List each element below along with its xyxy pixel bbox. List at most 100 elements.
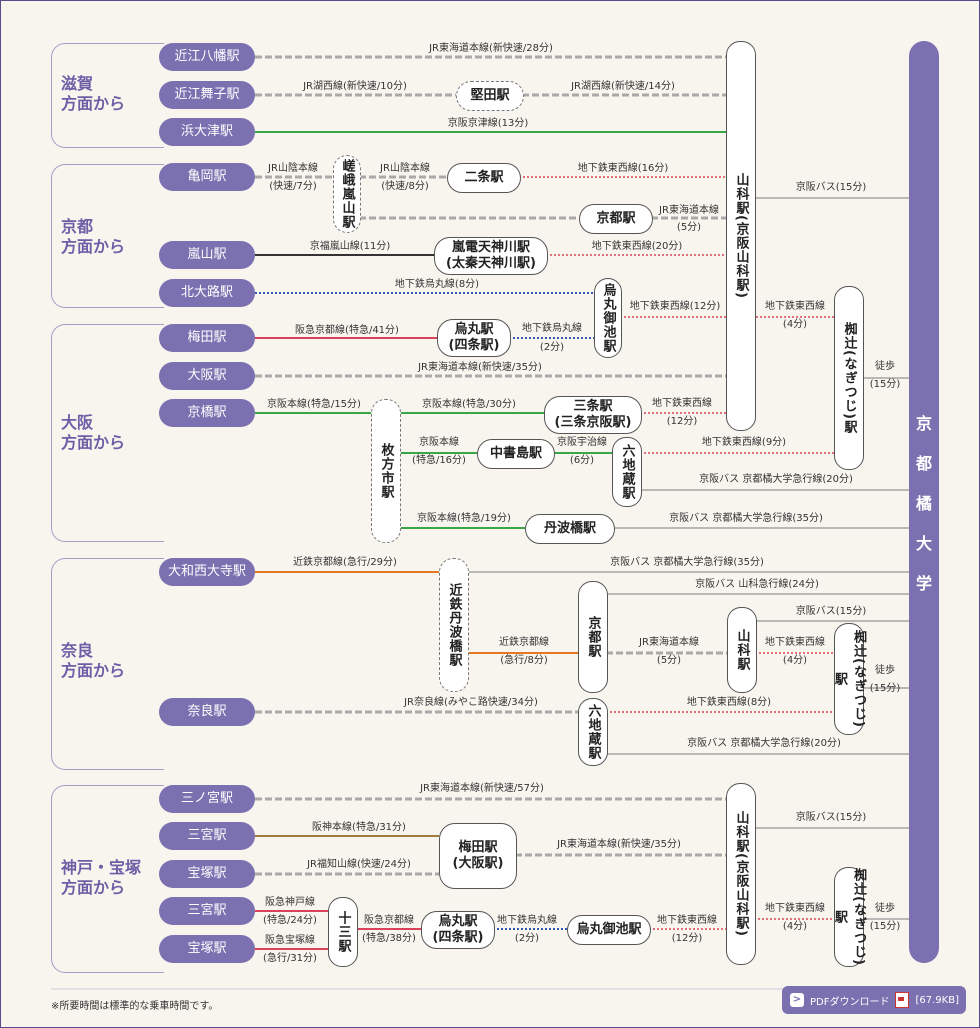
route-label: 京阪バス 京都橘大学急行線(20分): [687, 738, 841, 749]
station-nagitsuji-1: 椥辻(なぎつじ)駅: [834, 286, 864, 470]
route-label: 地下鉄烏丸線(8分): [394, 279, 480, 290]
route-label: 地下鉄烏丸線: [497, 915, 557, 926]
route-label: 阪急神戸線: [265, 897, 315, 908]
route-label: 近鉄京都線(急行/29分): [293, 557, 397, 568]
route-label: (急行/31分): [263, 953, 317, 964]
route-label: JR東海道本線(新快速/35分): [557, 839, 681, 850]
route-label: JR湖西線(新快速/10分): [303, 81, 407, 92]
route-label: 地下鉄烏丸線: [522, 323, 582, 334]
route-label: (特急/38分): [362, 933, 416, 944]
university-char: 学: [915, 574, 932, 593]
origin-oumihachiman: 近江八幡駅: [159, 43, 255, 71]
region-name-osaka: 大阪 方面から: [61, 413, 126, 452]
origin-sannomiya-hankyu: 三宮駅: [159, 897, 255, 925]
route-label: 京阪バス(15分): [795, 606, 867, 617]
station-randen-tenjingawa: 嵐電天神川駅 (太秦天神川駅): [434, 237, 548, 275]
station-saga-arashiyama: 嵯峨嵐山駅: [333, 155, 361, 233]
route-label: 京阪バス 京都橘大学急行線(35分): [610, 557, 764, 568]
station-hirakatashi: 枚方市駅: [371, 399, 401, 543]
route-label: 京阪バス 京都橘大学急行線(20分): [699, 474, 853, 485]
route-label: JR福知山線(快速/24分): [307, 859, 411, 870]
travel-time-note: ※所要時間は標準的な乗車時間です。: [51, 1001, 219, 1012]
origin-osaka: 大阪駅: [159, 362, 255, 390]
route-label: JR奈良線(みやこ路快速/34分): [404, 697, 538, 708]
route-label: 京阪本線(特急/30分): [422, 399, 516, 410]
chevron-right-icon: >: [790, 993, 804, 1007]
route-label: 京阪バス 山科急行線(24分): [695, 579, 819, 590]
route-label: (12分): [666, 416, 698, 427]
route-label: 京阪本線: [419, 437, 459, 448]
university-char: 京: [915, 414, 932, 433]
station-tanbabashi: 丹波橋駅: [525, 514, 615, 544]
station-karasuma-2: 烏丸駅 (四条駅): [421, 911, 495, 949]
route-label: (快速/7分): [269, 181, 317, 192]
route-label: (4分): [782, 655, 808, 666]
kyoto-tachibana-university: 京都橘大学: [909, 41, 939, 963]
station-katata: 堅田駅: [456, 81, 524, 111]
route-label: (2分): [514, 933, 540, 944]
route-label: JR山陰本線: [380, 163, 430, 174]
route-label: JR山陰本線: [268, 163, 318, 174]
route-label: 徒歩: [875, 665, 895, 676]
station-yamashina-2: 山科駅: [727, 607, 757, 693]
origin-umeda: 梅田駅: [159, 324, 255, 352]
route-label: 近鉄京都線: [499, 637, 549, 648]
station-chushojima: 中書島駅: [477, 439, 555, 469]
route-label: (4分): [782, 319, 808, 330]
origin-kameoka: 亀岡駅: [159, 163, 255, 191]
origin-kitaoji: 北大路駅: [159, 279, 255, 307]
route-label: 京阪バス(15分): [795, 182, 867, 193]
route-label: (急行/8分): [500, 655, 548, 666]
station-umeda-osaka: 梅田駅 (大阪駅): [439, 823, 517, 889]
route-label: 地下鉄東西線(12分): [629, 301, 721, 312]
pdf-download-label: PDFダウンロード: [810, 996, 890, 1008]
route-label: 地下鉄東西線(20分): [591, 241, 683, 252]
pdf-icon: [895, 992, 910, 1008]
route-label: 地下鉄東西線: [652, 398, 712, 409]
region-kobe-frame: [51, 785, 164, 973]
region-nara-frame: [51, 558, 164, 770]
route-label: (快速/8分): [381, 181, 429, 192]
university-char: 橘: [915, 494, 932, 513]
route-label: 阪神本線(特急/31分): [312, 822, 406, 833]
route-label: (15分): [869, 683, 901, 694]
station-yamashina-3: 山科駅(京阪山科駅): [726, 783, 756, 965]
origin-sannomiya-hanshin: 三宮駅: [159, 822, 255, 850]
route-label: JR東海道本線(新快速/57分): [420, 783, 544, 794]
station-karasumaoike-2: 烏丸御池駅: [567, 915, 651, 945]
route-label: 地下鉄東西線(16分): [577, 163, 669, 174]
station-kintetsu-tanbabashi: 近鉄丹波橋駅: [439, 558, 469, 692]
route-label: 地下鉄東西線: [765, 903, 825, 914]
region-kyoto-frame: [51, 164, 164, 308]
origin-oumimaiko: 近江舞子駅: [159, 81, 255, 109]
region-name-shiga: 滋賀 方面から: [61, 74, 126, 113]
route-label: 京阪バス(15分): [795, 812, 867, 823]
route-label: (6分): [569, 455, 595, 466]
origin-yamatosaidaiji: 大和西大寺駅: [159, 558, 255, 586]
route-label: 京阪宇治線: [557, 437, 607, 448]
origin-nara: 奈良駅: [159, 698, 255, 726]
route-label: (12分): [671, 933, 703, 944]
origin-arashiyama: 嵐山駅: [159, 241, 255, 269]
route-label: (4分): [782, 921, 808, 932]
region-name-kyoto: 京都 方面から: [61, 217, 126, 256]
origin-hamaotsu: 浜大津駅: [159, 118, 255, 146]
region-osaka-frame: [51, 324, 164, 542]
route-label: (5分): [676, 222, 702, 233]
route-label: 徒歩: [875, 361, 895, 372]
origin-takarazuka-jr: 宝塚駅: [159, 860, 255, 888]
pdf-download-button[interactable]: > PDFダウンロード [67.9KB]: [782, 986, 966, 1014]
route-label: (特急/16分): [412, 455, 466, 466]
route-label: (特急/24分): [263, 915, 317, 926]
route-label: JR東海道本線(新快速/35分): [418, 362, 542, 373]
station-kyoto-1: 京都駅: [579, 204, 653, 234]
origin-takarazuka-hankyu: 宝塚駅: [159, 935, 255, 963]
route-label: 地下鉄東西線(9分): [701, 437, 787, 448]
station-sanjo: 三条駅 (三条京阪駅): [544, 396, 642, 434]
origin-kyobashi: 京橋駅: [159, 399, 255, 427]
station-rokujizo-2: 六地蔵駅: [578, 698, 608, 766]
route-label: 京阪本線(特急/19分): [417, 513, 511, 524]
station-rokujizo-1: 六地蔵駅: [612, 437, 642, 507]
